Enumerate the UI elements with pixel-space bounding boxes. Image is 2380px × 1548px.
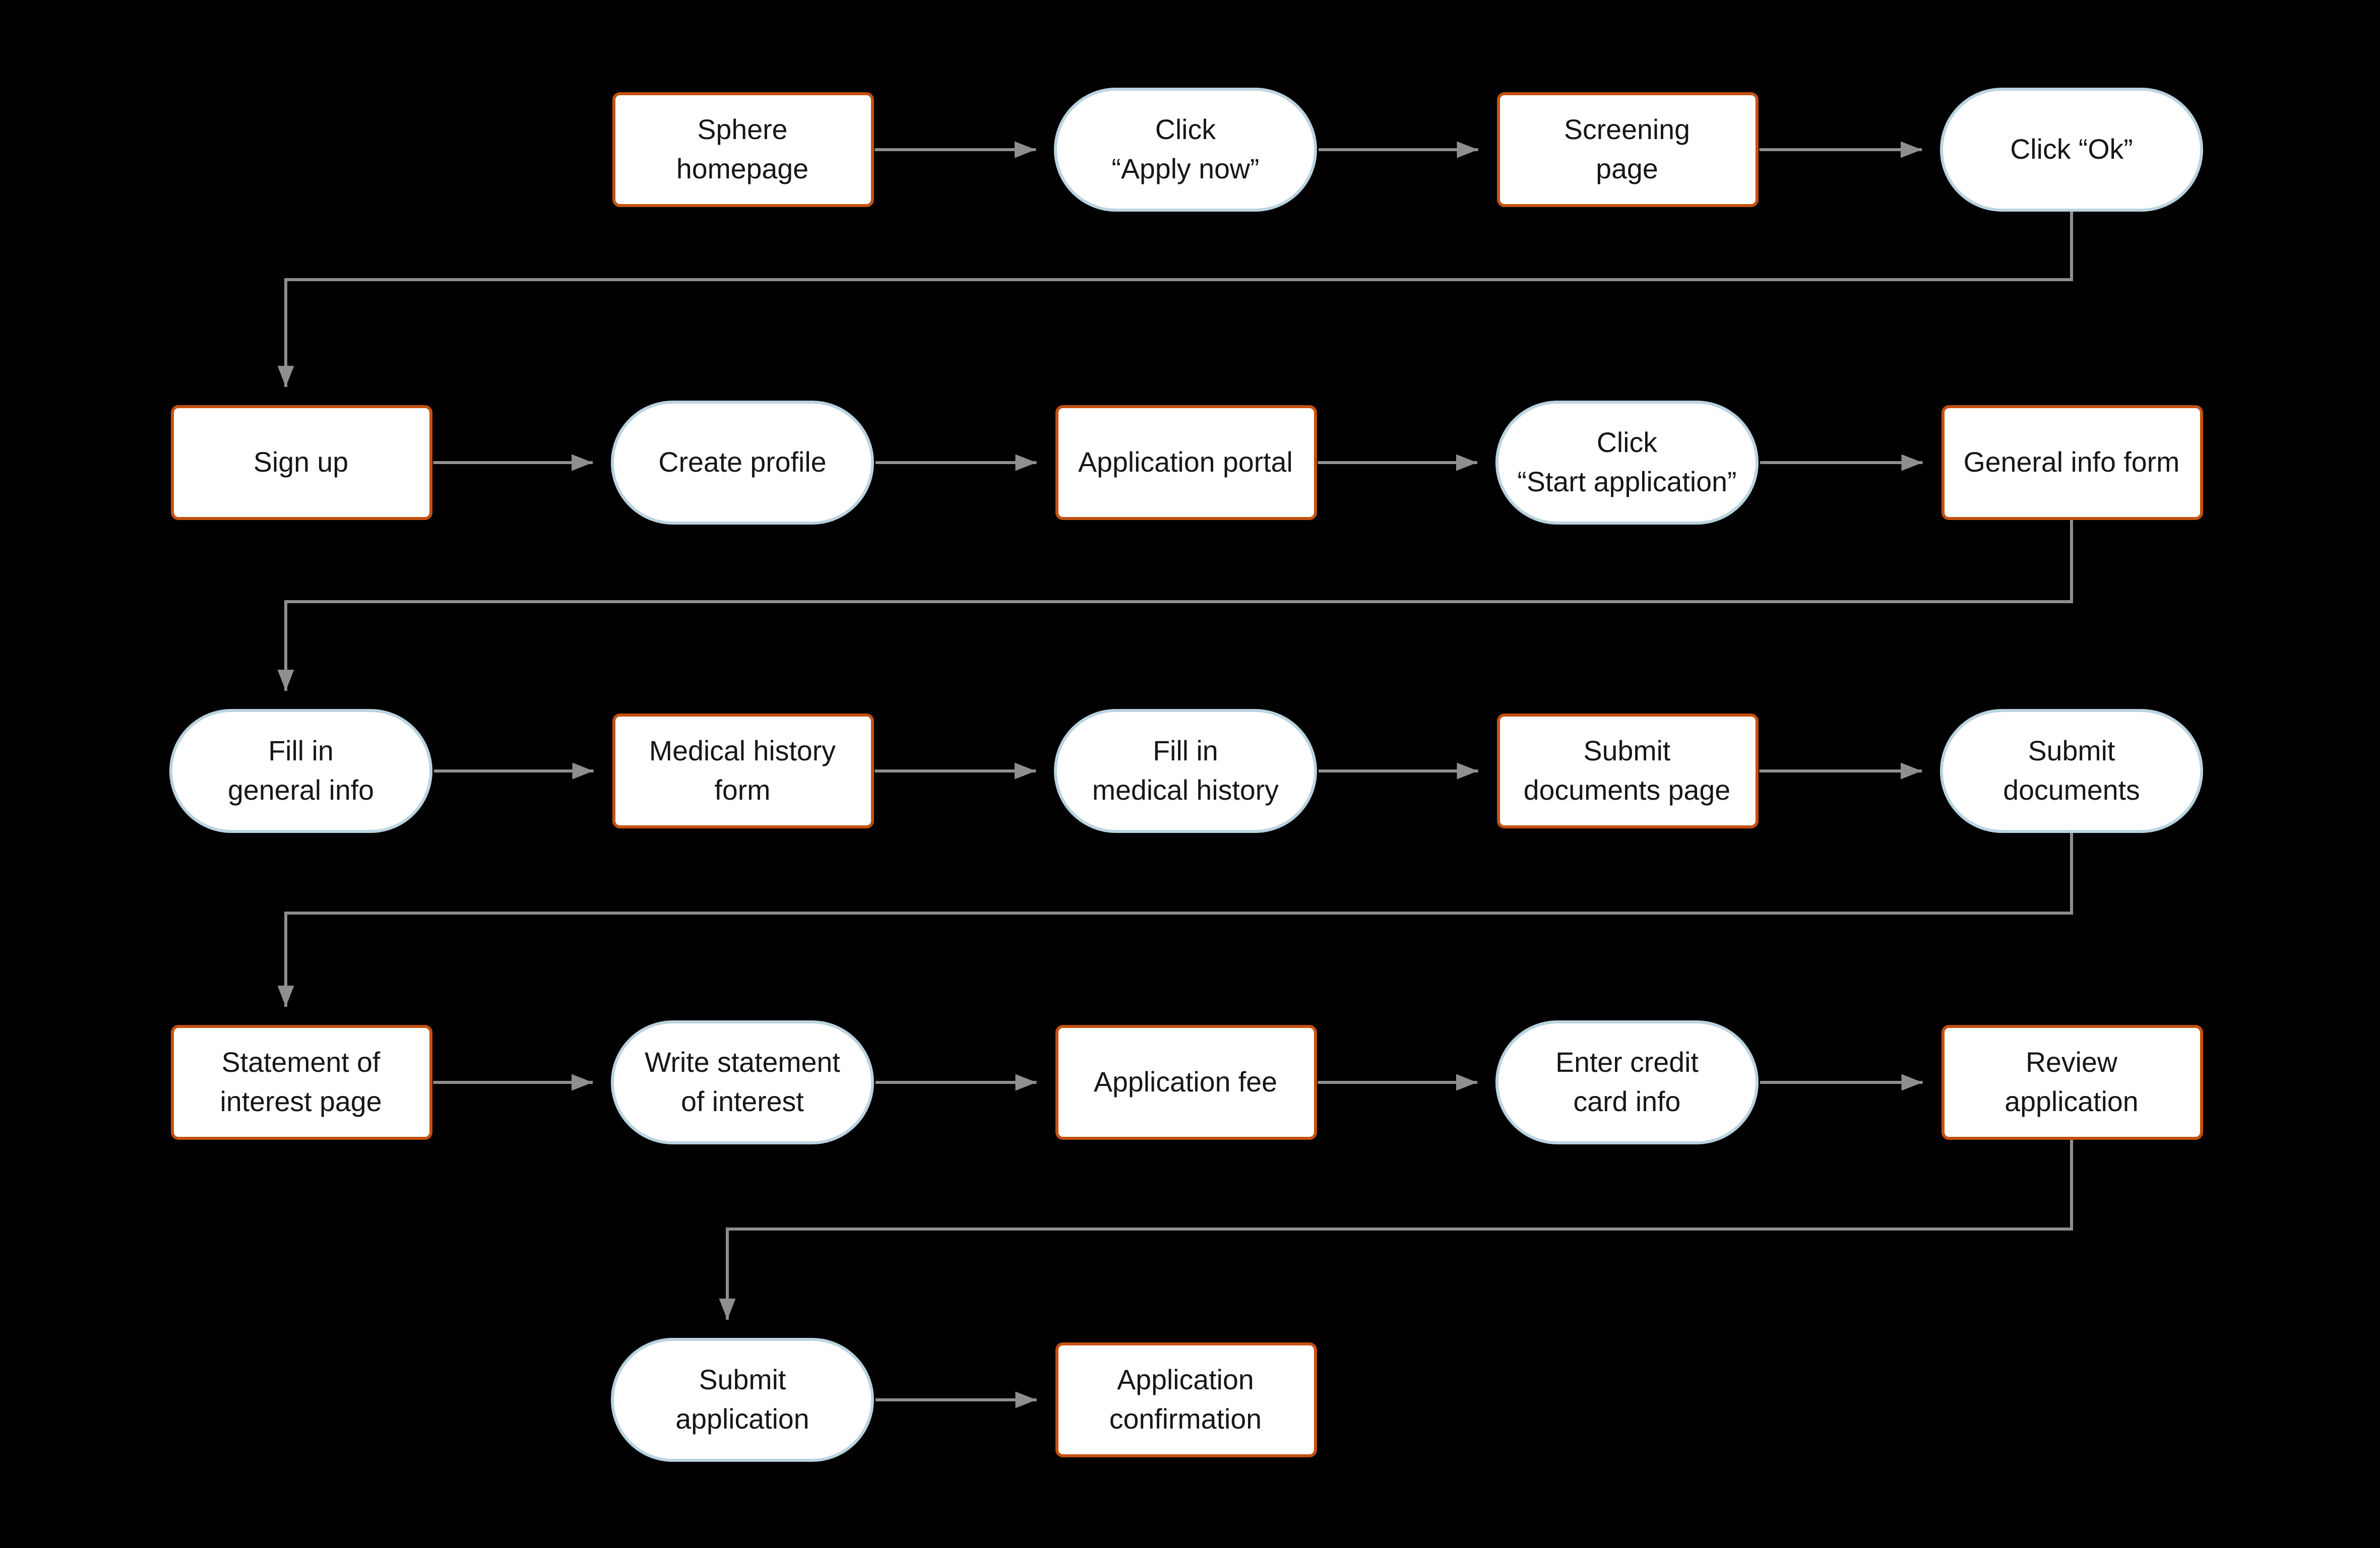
node-label: Application confirmation	[1109, 1364, 1262, 1435]
node-label: Screening page	[1564, 113, 1690, 184]
connector-click-ok-to-sign-up	[277, 212, 2073, 387]
node-label: Fill in medical history	[1092, 735, 1279, 806]
node-label: Submit documents	[2003, 735, 2140, 806]
node-label: Submit application	[675, 1364, 809, 1435]
node-label: Click “Start application”	[1517, 426, 1737, 497]
node-label: Review application	[2005, 1046, 2139, 1117]
node-label: Sphere homepage	[676, 113, 809, 184]
node-medical-history-form: Medical history form	[611, 714, 873, 828]
connector-review-application-to-submit-application	[719, 1140, 2073, 1320]
node-enter-credit-card-info: Enter credit card info	[1495, 1020, 1759, 1144]
node-submit-documents-page: Submit documents page	[1496, 714, 1758, 828]
connector-general-info-form-to-fill-in-general-info	[277, 520, 2073, 691]
node-label: Submit documents page	[1523, 735, 1731, 806]
node-label: Statement of interest page	[220, 1046, 382, 1117]
node-application-confirmation: Application confirmation	[1054, 1342, 1317, 1457]
node-fill-in-general-info: Fill in general info	[169, 709, 432, 833]
node-submit-application: Submit application	[611, 1338, 874, 1462]
node-create-profile: Create profile	[611, 401, 874, 525]
node-application-fee: Application fee	[1054, 1025, 1317, 1140]
node-label: General info form	[1963, 446, 2180, 478]
node-application-portal: Application portal	[1054, 405, 1317, 520]
node-label: Write statement of interest	[645, 1046, 840, 1117]
node-label: Medical history form	[649, 735, 836, 806]
node-label: Sign up	[253, 446, 349, 478]
node-statement-of-interest-page: Statement of interest page	[170, 1025, 432, 1140]
node-label: Create profile	[658, 446, 827, 478]
node-sign-up: Sign up	[170, 405, 432, 520]
node-label: Click “Ok”	[2010, 133, 2133, 165]
node-click-ok: Click “Ok”	[1940, 88, 2203, 212]
node-review-application: Review application	[1940, 1025, 2203, 1140]
node-label: Application fee	[1093, 1066, 1278, 1098]
node-label: Fill in general info	[227, 735, 374, 806]
node-write-statement-of-interest: Write statement of interest	[611, 1020, 874, 1144]
connector-submit-documents-to-statement-of-interest-page	[277, 833, 2073, 1007]
node-screening-page: Screening page	[1496, 92, 1758, 207]
node-click-start-application: Click “Start application”	[1495, 401, 1759, 525]
node-label: Enter credit card info	[1555, 1046, 1699, 1117]
node-label: Application portal	[1078, 446, 1293, 478]
node-submit-documents: Submit documents	[1940, 709, 2203, 833]
node-click-apply-now: Click “Apply now”	[1054, 88, 1317, 212]
node-fill-in-medical-history: Fill in medical history	[1054, 709, 1317, 833]
node-label: Click “Apply now”	[1111, 113, 1260, 184]
node-general-info-form: General info form	[1940, 405, 2203, 520]
node-sphere-homepage: Sphere homepage	[611, 92, 873, 207]
